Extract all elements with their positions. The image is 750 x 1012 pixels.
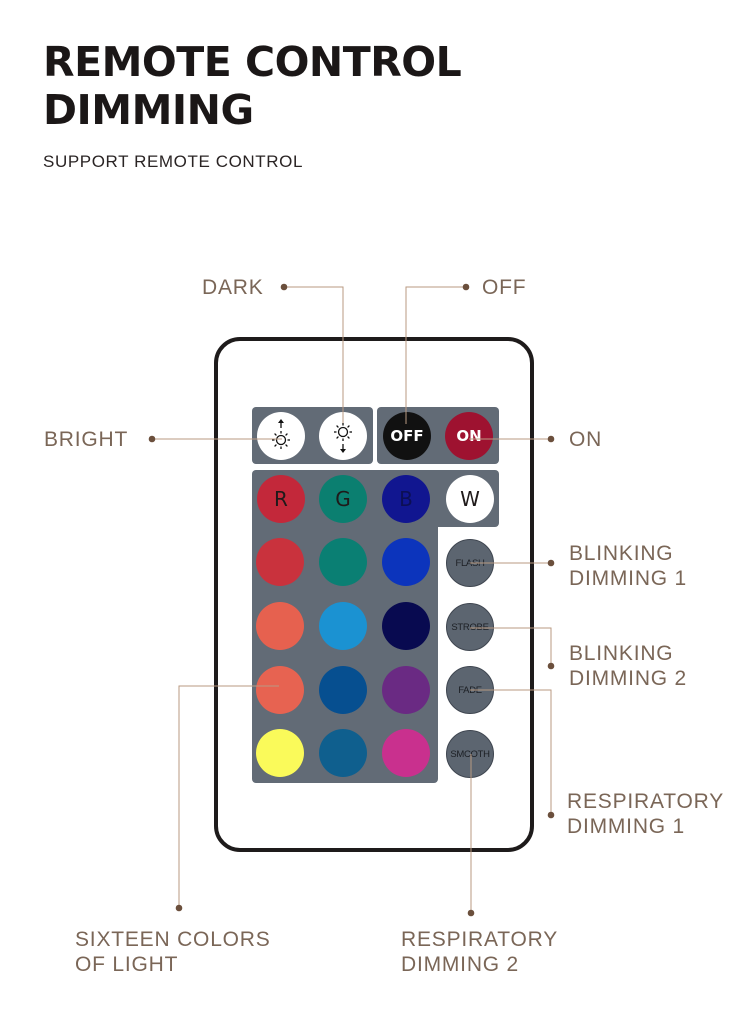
color-button[interactable] [382,729,430,777]
callout-sixteen-colors: SIXTEEN COLORS OF LIGHT [75,927,271,977]
color-button[interactable] [256,538,304,586]
color-button[interactable] [256,729,304,777]
callout-respiratory-1-line-2: DIMMING 1 [567,815,686,838]
leader-dot [547,811,555,819]
green-button[interactable]: G [319,475,367,523]
callout-respiratory-dimming-2: RESPIRATORY DIMMING 2 [401,927,558,977]
leader-dot [175,904,183,912]
sun-arrow-up-icon [272,419,290,449]
callout-blinking-1-line-2: DIMMING 1 [569,567,688,590]
leader-line-respiratory-1 [470,689,552,815]
callout-respiratory-2-line-1: RESPIRATORY [401,928,559,951]
callout-blinking-2-line-2: DIMMING 2 [569,667,688,690]
callout-blinking-2-line-1: BLINKING [569,642,674,665]
leader-dot [467,909,475,917]
color-button[interactable] [382,602,430,650]
leader-dot [547,559,555,567]
callout-dark: DARK [202,276,264,299]
color-button[interactable] [319,602,367,650]
sun-arrow-down-icon [334,423,352,453]
red-button[interactable]: R [257,475,305,523]
color-button[interactable] [319,729,367,777]
color-button[interactable] [382,666,430,714]
on-button[interactable]: ON [445,412,493,460]
color-button[interactable] [382,538,430,586]
callout-blinking-dimming-1: BLINKING DIMMING 1 [569,541,687,591]
leader-dot [148,435,156,443]
callout-sixteen-line-1: SIXTEEN COLORS [75,928,271,951]
callout-respiratory-dimming-1: RESPIRATORY DIMMING 1 [567,789,724,839]
color-button[interactable] [256,666,304,714]
leader-line-off [405,286,466,424]
page-title: REMOTE CONTROL DIMMING [43,38,462,134]
leader-dot [462,283,470,291]
color-button[interactable] [256,602,304,650]
off-button[interactable]: OFF [383,412,431,460]
callout-bright: BRIGHT [44,428,129,451]
white-button[interactable]: W [446,475,494,523]
title-line-1: REMOTE CONTROL [43,38,462,86]
blue-button[interactable]: B [382,475,430,523]
title-line-2: DIMMING [43,86,254,134]
leader-line-sixteen-colors [178,685,279,908]
bright-up-button[interactable] [257,412,305,460]
callout-respiratory-2-line-2: DIMMING 2 [401,953,520,976]
callout-blinking-1-line-1: BLINKING [569,542,674,565]
leader-dot [280,283,288,291]
leader-line-blinking-2 [470,627,552,665]
callout-blinking-dimming-2: BLINKING DIMMING 2 [569,641,687,691]
callout-sixteen-line-2: OF LIGHT [75,953,179,976]
color-button[interactable] [319,538,367,586]
callout-on: ON [569,428,603,451]
callout-off: OFF [482,276,527,299]
strobe-button[interactable]: STROBE [446,603,494,651]
leader-dot [547,662,555,670]
smooth-button[interactable]: SMCOTH [446,730,494,778]
leader-line-dark [284,286,344,423]
color-button[interactable] [319,666,367,714]
page-subtitle: SUPPORT REMOTE CONTROL [43,152,304,171]
leader-dot [547,435,555,443]
callout-respiratory-1-line-1: RESPIRATORY [567,790,725,813]
